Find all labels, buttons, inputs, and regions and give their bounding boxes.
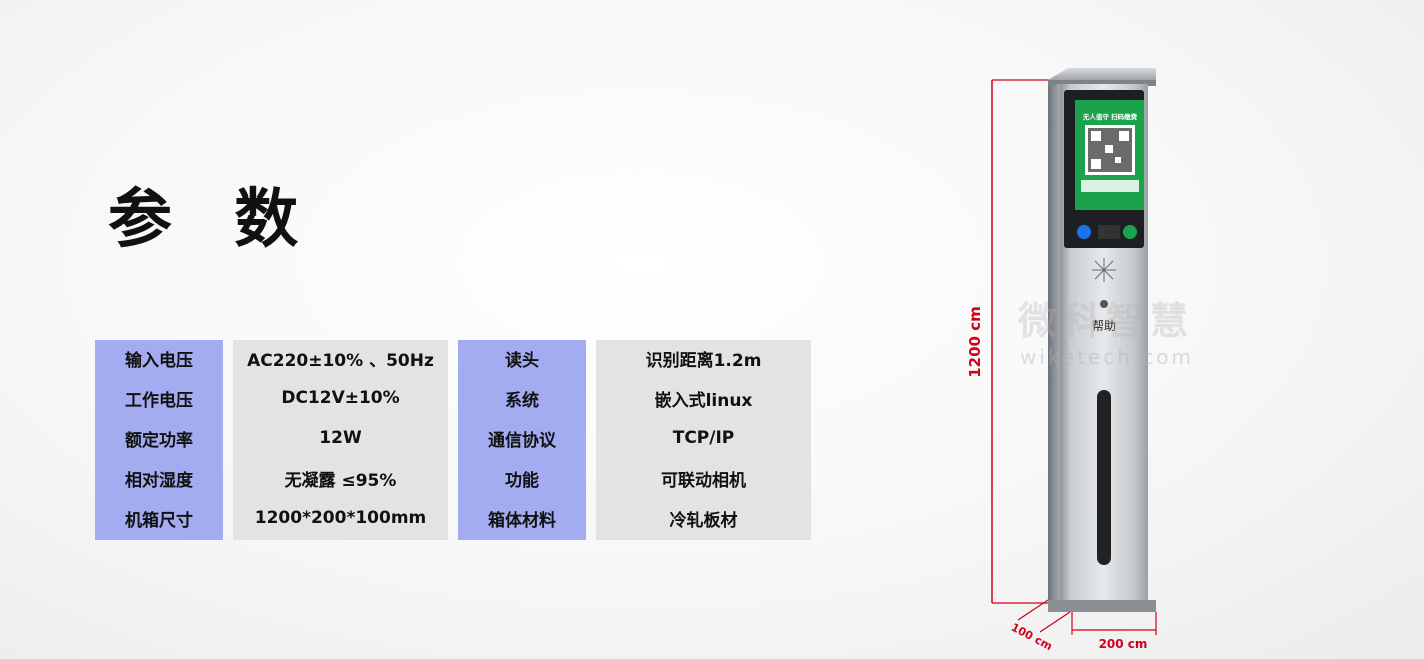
table-row: 相对湿度 无凝露 ≤95% 功能 可联动相机 bbox=[95, 460, 811, 500]
side-panel bbox=[1048, 84, 1060, 605]
spec-key: 系统 bbox=[458, 380, 586, 420]
spec-key: 输入电压 bbox=[95, 340, 223, 380]
spec-value: 12W bbox=[233, 420, 448, 460]
height-dimension bbox=[991, 79, 1050, 604]
speaker-grille bbox=[1092, 258, 1116, 282]
spec-value: 可联动相机 bbox=[596, 460, 811, 500]
table-row: 机箱尺寸 1200*200*100mm 箱体材料 冷轧板材 bbox=[95, 500, 811, 540]
width-label: 200 cm bbox=[1099, 637, 1148, 651]
spec-value: 识别距离1.2m bbox=[596, 340, 811, 380]
bottom-dimensions bbox=[1017, 599, 1157, 635]
page-title: 参 数 bbox=[108, 183, 319, 257]
screen-text: 无人值守 扫码缴费 bbox=[1082, 112, 1138, 121]
table-row: 工作电压 DC12V±10% 系统 嵌入式linux bbox=[95, 380, 811, 420]
spec-value: DC12V±10% bbox=[233, 380, 448, 420]
spec-value: TCP/IP bbox=[596, 420, 811, 460]
spec-value: 冷轧板材 bbox=[596, 500, 811, 540]
spec-key: 箱体材料 bbox=[458, 500, 586, 540]
watermark-cn: 微科智慧 bbox=[1018, 299, 1195, 343]
spec-value: AC220±10% 、50Hz bbox=[233, 340, 448, 380]
spec-value: 无凝露 ≤95% bbox=[233, 460, 448, 500]
depth-label: 100 cm bbox=[1009, 621, 1055, 654]
spec-table: 输入电压 AC220±10% 、50Hz 读头 识别距离1.2m 工作电压 DC… bbox=[95, 340, 811, 540]
spec-value: 1200*200*100mm bbox=[233, 500, 448, 540]
height-label: 1200 cm bbox=[966, 306, 984, 378]
spec-key: 额定功率 bbox=[95, 420, 223, 460]
scanner-window bbox=[1098, 225, 1120, 239]
wechat-check-icon bbox=[1123, 225, 1137, 239]
spec-key: 相对湿度 bbox=[95, 460, 223, 500]
ticket-slot bbox=[1097, 390, 1111, 565]
table-row: 额定功率 12W 通信协议 TCP/IP bbox=[95, 420, 811, 460]
product-illustration: 1200 cm 无人值守 扫码缴费 帮助 bbox=[966, 68, 1157, 654]
watermark-en: wiketech.com bbox=[1020, 345, 1194, 369]
spec-key: 读头 bbox=[458, 340, 586, 380]
alipay-icon bbox=[1077, 225, 1091, 239]
base-plate bbox=[1048, 600, 1156, 612]
help-label: 帮助 bbox=[1092, 319, 1116, 333]
spec-value: 嵌入式linux bbox=[596, 380, 811, 420]
table-row: 输入电压 AC220±10% 、50Hz 读头 识别距离1.2m bbox=[95, 340, 811, 380]
spec-key: 功能 bbox=[458, 460, 586, 500]
spec-key: 机箱尺寸 bbox=[95, 500, 223, 540]
qr-code bbox=[1085, 125, 1135, 175]
help-button[interactable] bbox=[1100, 300, 1108, 308]
spec-key: 工作电压 bbox=[95, 380, 223, 420]
spec-key: 通信协议 bbox=[458, 420, 586, 460]
